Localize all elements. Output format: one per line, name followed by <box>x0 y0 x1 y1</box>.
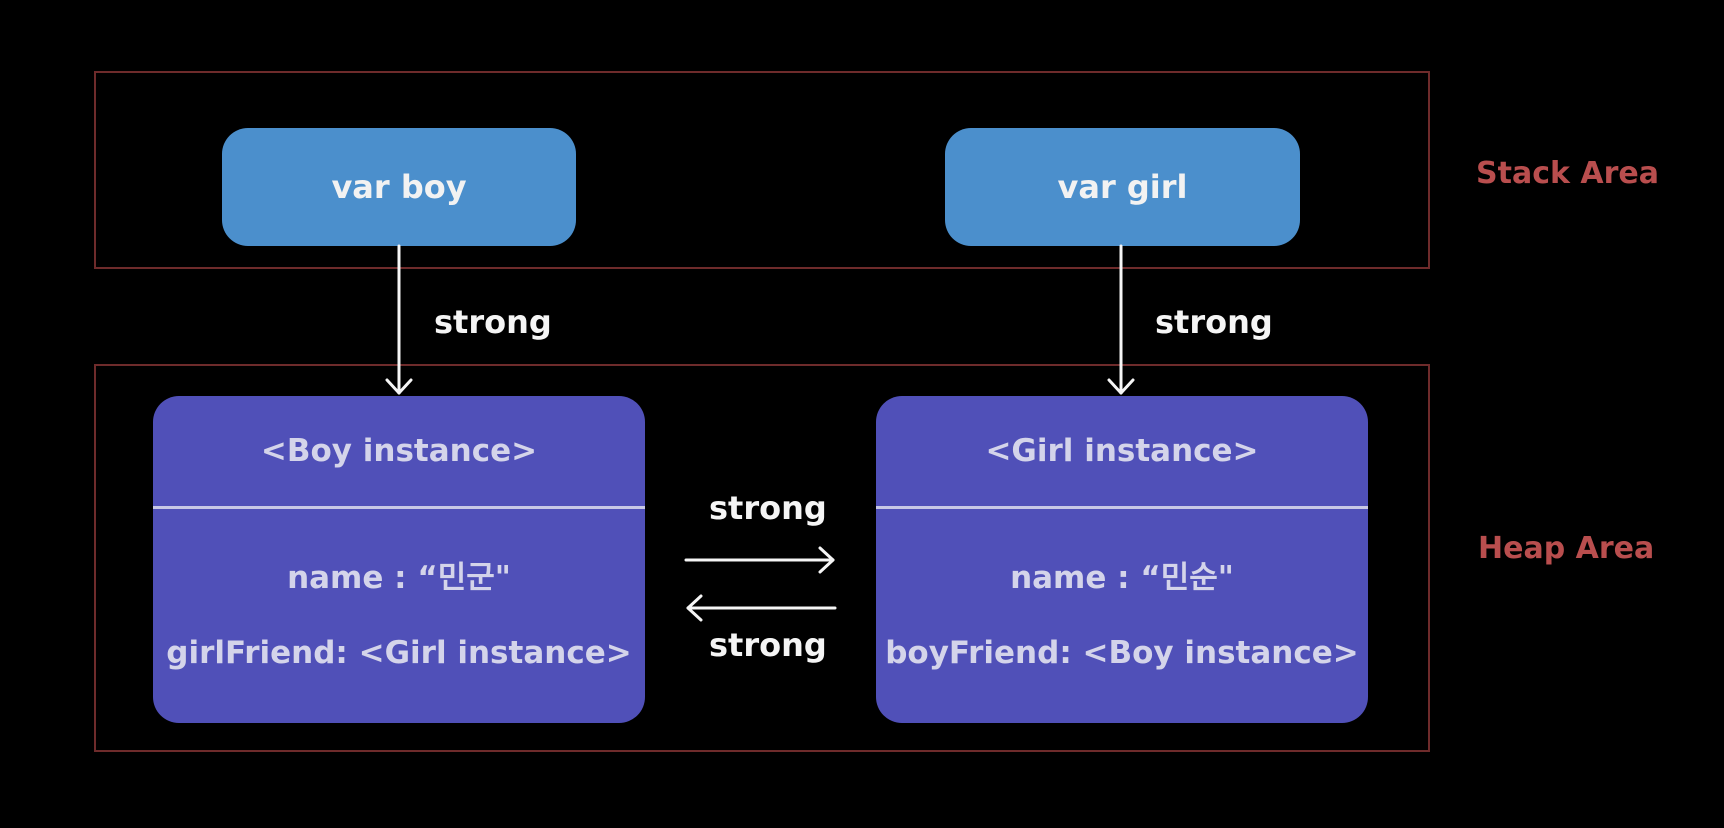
strong-label-girl-to-boy: strong <box>709 626 827 664</box>
girl-instance-title: <Girl instance> <box>876 396 1368 509</box>
strong-label-boy-to-girl: strong <box>709 489 827 527</box>
girl-instance-box: <Girl instance> name : “민순" boyFriend: <… <box>876 396 1368 723</box>
stack-area-frame <box>94 71 1430 269</box>
arrow-girl-to-boy-instance <box>686 594 837 622</box>
arrow-boy-to-girl-instance <box>684 546 835 574</box>
var-girl-label: var girl <box>1057 168 1188 206</box>
boy-instance-girlfriend-ref: girlFriend: <Girl instance> <box>166 635 632 671</box>
girl-instance-name: name : “민순" <box>1010 560 1234 596</box>
strong-label-girl-var: strong <box>1155 303 1273 341</box>
arrow-var-boy-to-boy-instance <box>385 244 413 395</box>
boy-instance-title: <Boy instance> <box>153 396 645 509</box>
arrow-var-girl-to-girl-instance <box>1107 244 1135 395</box>
var-boy-box: var boy <box>222 128 576 246</box>
boy-instance-box: <Boy instance> name : “민군" girlFriend: <… <box>153 396 645 723</box>
stack-area-label: Stack Area <box>1476 156 1659 191</box>
heap-area-frame <box>94 364 1430 752</box>
strong-label-boy-var: strong <box>434 303 552 341</box>
var-girl-box: var girl <box>945 128 1300 246</box>
girl-instance-boyfriend-ref: boyFriend: <Boy instance> <box>885 635 1359 671</box>
boy-instance-name: name : “민군" <box>287 560 511 596</box>
var-boy-label: var boy <box>331 168 467 206</box>
heap-area-label: Heap Area <box>1478 531 1655 566</box>
